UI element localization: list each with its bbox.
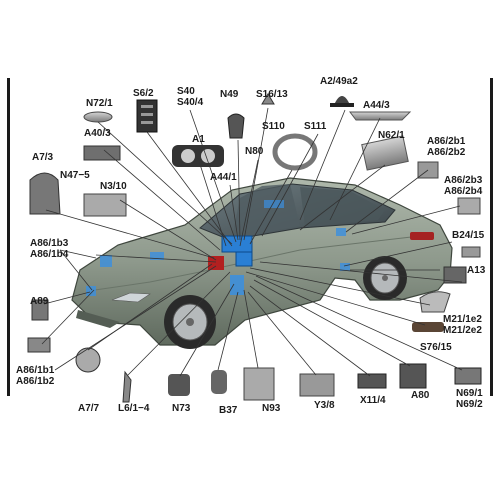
leader-line-38 xyxy=(255,275,463,371)
leader-line-30 xyxy=(87,263,213,351)
label-X11-4: X11/4 xyxy=(360,395,386,406)
label-S76-15: S76/15 xyxy=(420,342,452,353)
label-A44-3: A44/3 xyxy=(363,100,390,111)
label-A80: A80 xyxy=(411,390,430,401)
leader-line-4 xyxy=(237,139,241,241)
leader-line-28 xyxy=(249,267,431,306)
leader-line-15 xyxy=(45,209,215,259)
label-A2-49a2: A2/49a2 xyxy=(320,76,358,87)
label-S6-2: S6/2 xyxy=(133,88,154,99)
leader-line-36 xyxy=(249,285,371,377)
label-N49: N49 xyxy=(220,89,239,100)
leader-line-16 xyxy=(119,199,217,261)
label-S111: S111 xyxy=(304,121,327,132)
label-B37: B37 xyxy=(219,405,238,416)
label-A1: A1 xyxy=(192,134,205,145)
label-S110: S110 xyxy=(262,121,285,132)
leader-line-10 xyxy=(249,169,293,245)
leader-line-12 xyxy=(239,159,259,247)
label-A89: A89 xyxy=(30,296,49,307)
leader-line-18 xyxy=(351,205,461,235)
label-A40-3: A40/3 xyxy=(84,128,111,139)
leader-line-33 xyxy=(217,291,239,371)
leader-line-3 xyxy=(189,109,237,243)
leader-line-25 xyxy=(41,289,95,345)
leader-line-37 xyxy=(253,279,411,367)
leader-line-34 xyxy=(243,289,259,369)
label-N3-10: N3/10 xyxy=(100,181,127,192)
right-frame-bar xyxy=(490,78,493,396)
highlighted-modules xyxy=(86,200,350,296)
left-frame-bar xyxy=(7,78,10,396)
leader-line-32 xyxy=(179,283,235,377)
label-Y3-8: Y3/8 xyxy=(314,400,335,411)
leader-line-24 xyxy=(43,291,91,305)
label-B24-15: B24/15 xyxy=(452,230,485,241)
leader-line-8 xyxy=(103,149,221,251)
leader-line-23 xyxy=(59,249,93,291)
leader-line-17 xyxy=(229,184,239,241)
label-A7-3: A7/3 xyxy=(32,152,54,163)
leader-line-2 xyxy=(146,131,233,247)
label-N62-1: N62/1 xyxy=(378,130,405,141)
label-N47-5: N47−5 xyxy=(60,170,90,181)
leader-line-5 xyxy=(243,107,269,241)
label-A7-7: A7/7 xyxy=(78,403,100,414)
leader-line-27 xyxy=(259,261,463,283)
leader-line-1 xyxy=(97,121,233,245)
leader-line-9 xyxy=(197,157,227,247)
label-N80: N80 xyxy=(245,146,264,157)
leader-line-14 xyxy=(345,169,429,233)
front-wheel xyxy=(164,295,216,349)
label-S16-13: S16/13 xyxy=(256,89,288,100)
label-N73: N73 xyxy=(172,403,191,414)
leader-line-22 xyxy=(59,249,97,259)
label-A13: A13 xyxy=(467,265,486,276)
label-L6-1-4: L6/1−4 xyxy=(118,403,150,414)
leader-line-13 xyxy=(299,164,386,231)
leader-line-7 xyxy=(329,117,381,221)
label-N93: N93 xyxy=(262,403,281,414)
leader-line-19 xyxy=(343,241,453,267)
label-N72-1: N72/1 xyxy=(86,98,113,109)
car-body xyxy=(71,177,453,346)
leader-line-26 xyxy=(54,265,217,371)
leader-line-11 xyxy=(261,133,319,237)
component-thumbnails xyxy=(27,93,482,403)
leader-line-29 xyxy=(245,271,426,326)
leader-line-35 xyxy=(247,291,317,376)
leader-line-31 xyxy=(127,271,231,376)
label-A44-1: A44/1 xyxy=(210,172,237,183)
leader-line-6 xyxy=(299,109,346,221)
rear-wheel xyxy=(363,256,407,300)
leader-line-21 xyxy=(95,254,217,263)
